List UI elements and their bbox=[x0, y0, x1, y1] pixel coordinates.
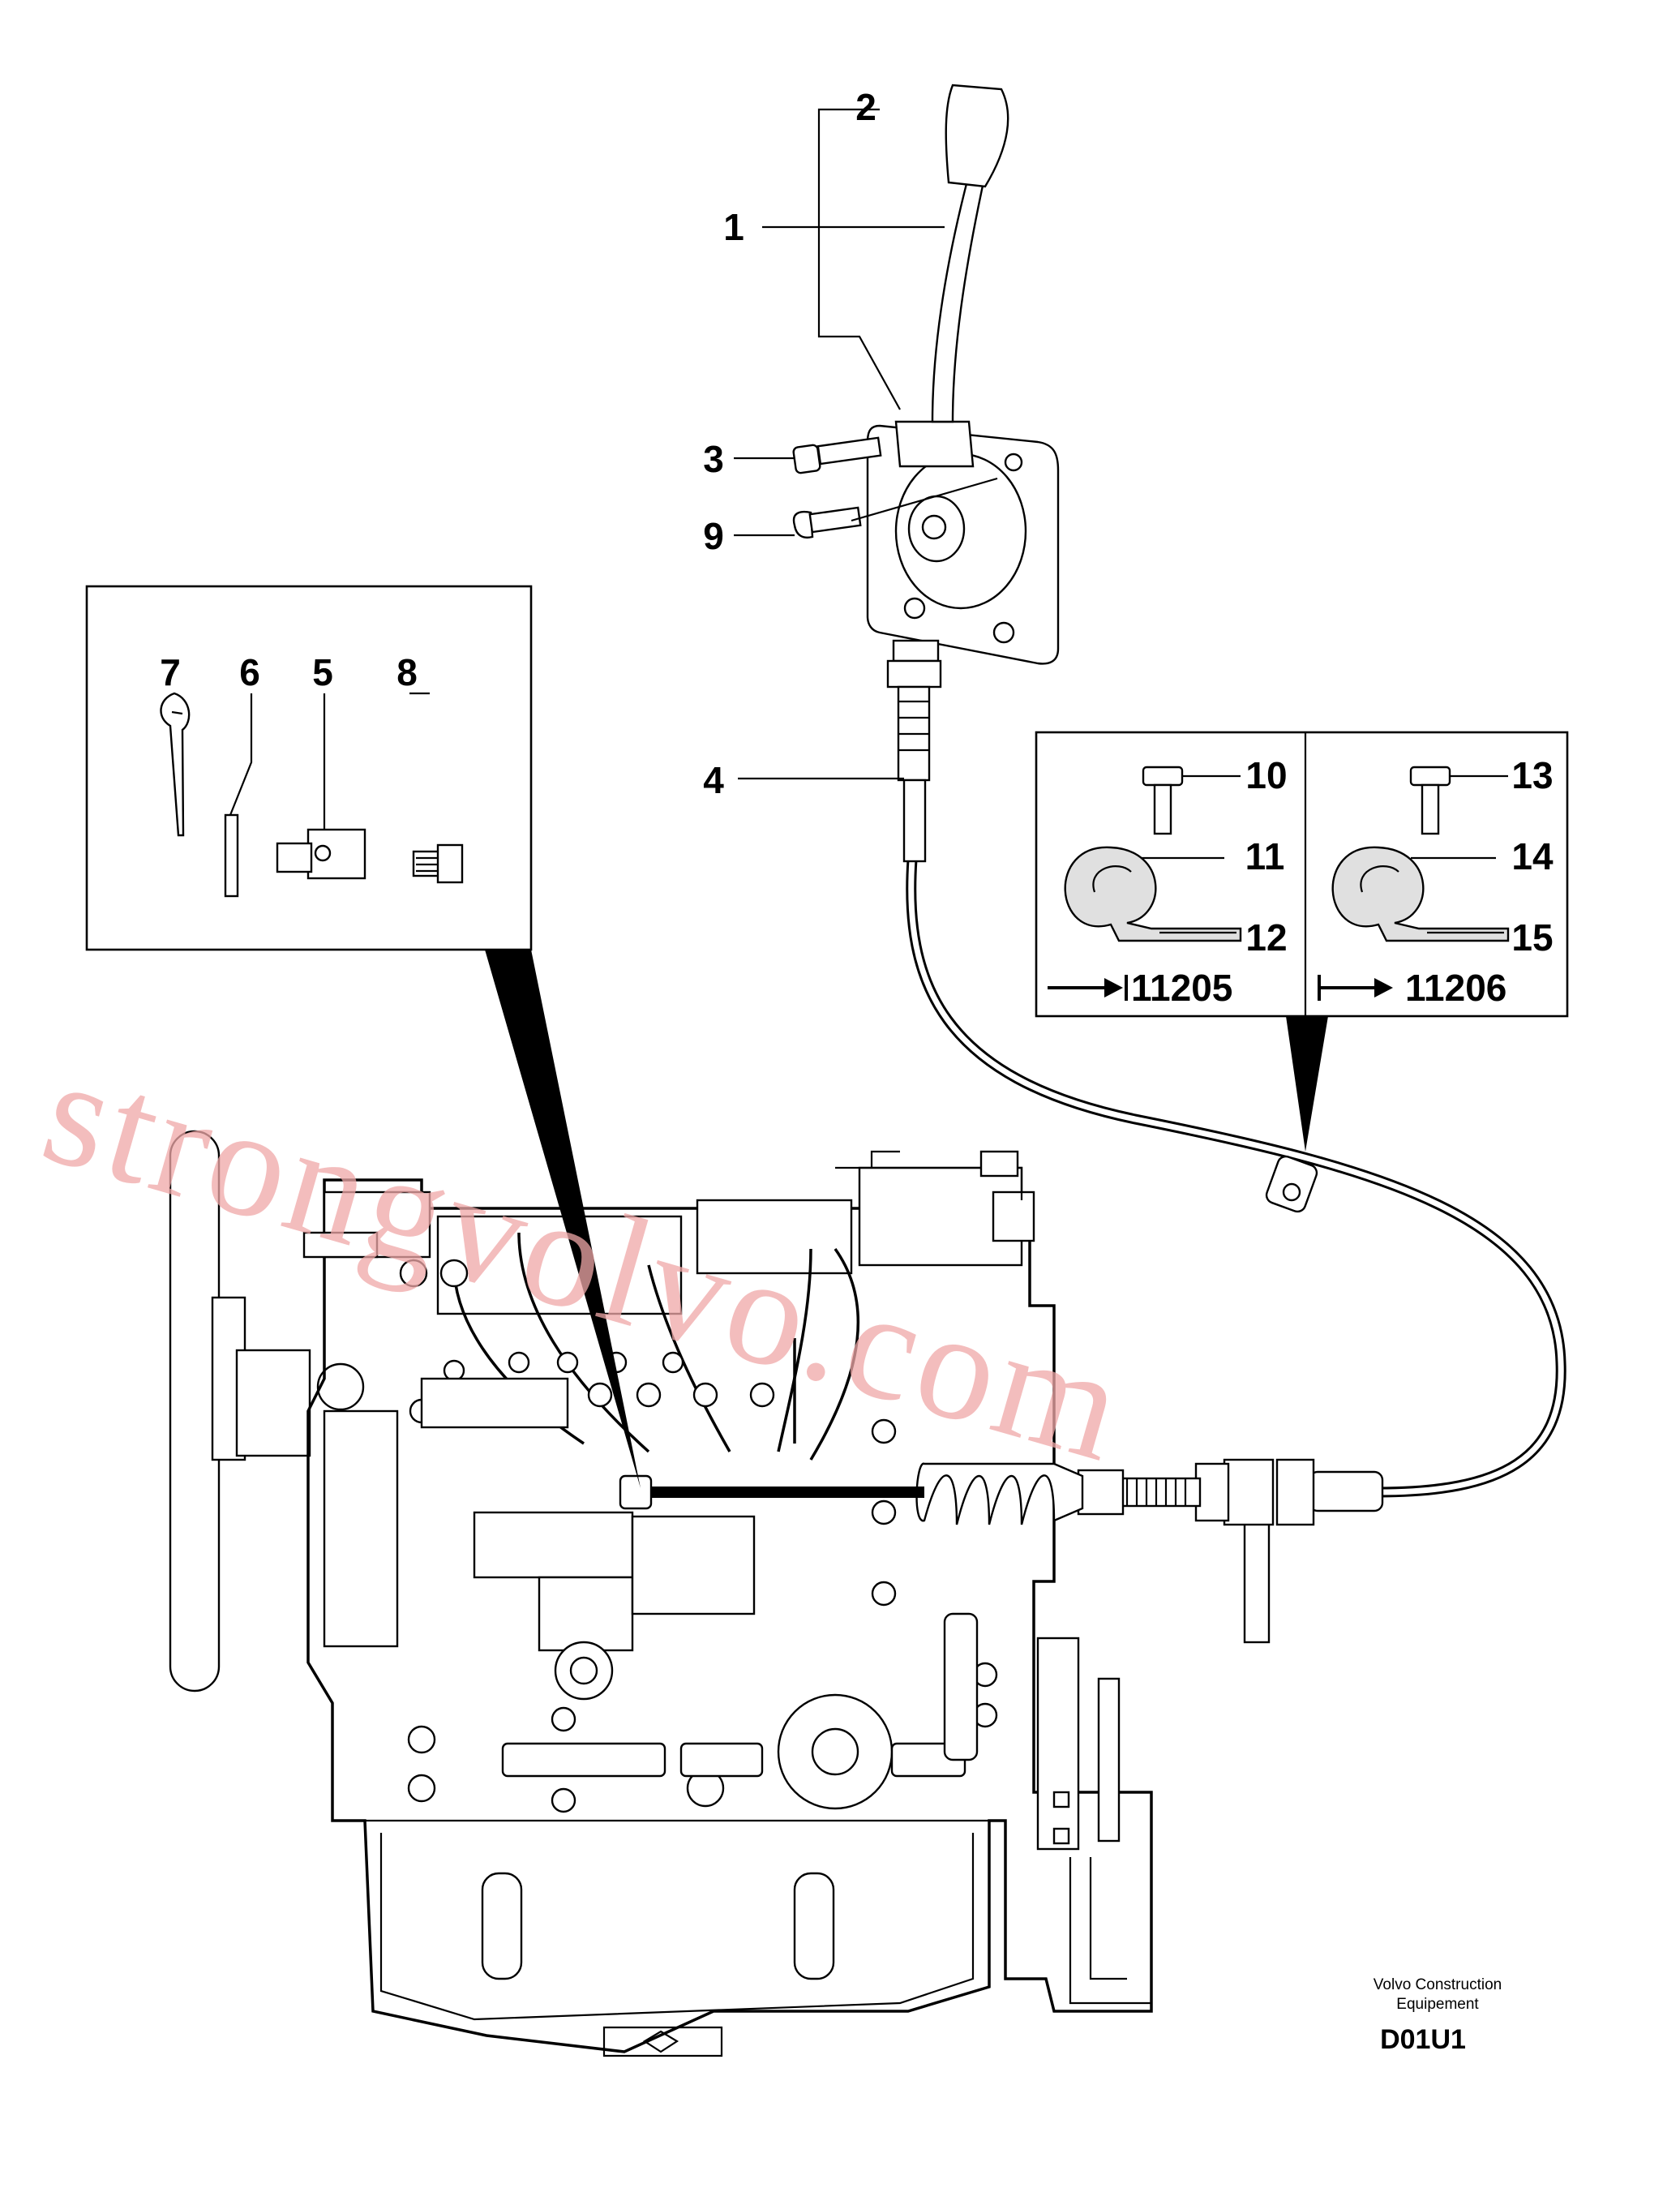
callout-3: 3 bbox=[703, 438, 724, 480]
detail-box-clamps bbox=[1035, 731, 1569, 1152]
variant-left-parts bbox=[1064, 766, 1242, 942]
drawing-code: D01U1 bbox=[1380, 2024, 1466, 2055]
detail-box-clevis bbox=[85, 585, 641, 1488]
control-cable bbox=[619, 859, 1566, 1526]
callout-8: 8 bbox=[396, 651, 418, 693]
thread-marks bbox=[1125, 1478, 1187, 1506]
credit-block: Volvo Construction Equipement D01U1 bbox=[1374, 1976, 1502, 2055]
callout-4: 4 bbox=[703, 759, 724, 801]
callout-5: 5 bbox=[312, 651, 333, 693]
callout-10: 10 bbox=[1245, 754, 1287, 796]
variant-ref-right: 11206 bbox=[1405, 967, 1506, 1009]
callout-7: 7 bbox=[160, 651, 181, 693]
callout-9: 9 bbox=[703, 515, 724, 557]
credit-line-1: Volvo Construction bbox=[1374, 1976, 1502, 1993]
fan-assembly bbox=[169, 1130, 365, 1692]
variant-ref-left: 11205 bbox=[1131, 967, 1232, 1009]
callout-14: 14 bbox=[1511, 835, 1554, 877]
callout-2: 2 bbox=[855, 86, 876, 128]
callout-11: 11 bbox=[1245, 835, 1285, 877]
callout-1: 1 bbox=[723, 206, 744, 248]
engine-drawing bbox=[169, 1130, 1271, 2057]
variant-right-parts bbox=[1331, 766, 1510, 942]
arrow-to-bar-icon bbox=[1048, 975, 1128, 1001]
leader-lines bbox=[734, 108, 998, 780]
credit-line-2: Equipement bbox=[1396, 1996, 1479, 2013]
callout-12: 12 bbox=[1245, 916, 1287, 959]
callout-6: 6 bbox=[239, 651, 260, 693]
callout-labels: 2 1 3 9 4 7 6 5 8 10 11 12 13 14 15 1120… bbox=[160, 86, 1554, 1009]
screw-3 bbox=[792, 436, 882, 474]
callout-13: 13 bbox=[1511, 754, 1553, 796]
callout-15: 15 bbox=[1511, 916, 1553, 959]
screw-9 bbox=[792, 506, 862, 538]
throttle-lever-assembly bbox=[866, 84, 1060, 863]
bar-to-arrow-icon bbox=[1318, 975, 1393, 1001]
